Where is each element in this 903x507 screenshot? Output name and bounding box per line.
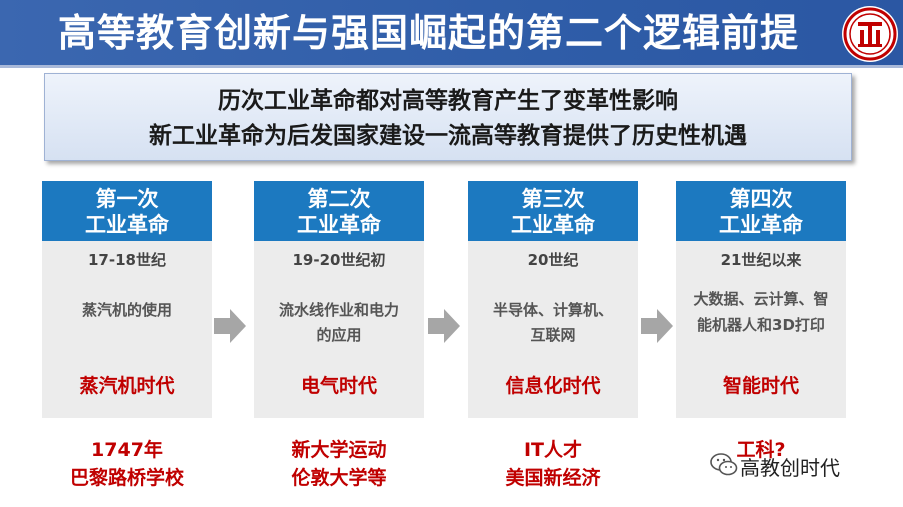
wechat-icon: [710, 453, 738, 476]
title-bar: 高等教育创新与强国崛起的第二个逻辑前提: [0, 0, 903, 68]
logo-emblem-icon: [843, 7, 897, 61]
revolution-card-1: 第一次 工业革命 17-18世纪 蒸汽机的使用 蒸汽机时代: [42, 181, 212, 418]
card-era: 智能时代: [722, 375, 799, 397]
card-era: 信息化时代: [505, 375, 601, 397]
card-period: 19-20世纪初: [292, 251, 386, 269]
card-period: 17-18世纪: [88, 251, 166, 269]
card-head-title: 工业革命: [85, 213, 169, 237]
card-header: 第四次 工业革命: [676, 181, 846, 241]
bottom-label-line-2: 伦敦大学等: [291, 467, 387, 489]
bottom-label-4: 工科?: [676, 436, 846, 464]
card-head-ordinal: 第三次: [521, 187, 585, 211]
bottom-label-line-1: 工科?: [736, 439, 786, 461]
revolution-card-4: 第四次 工业革命 21世纪以来 大数据、云计算、智 能机器人和3D打印 智能时代: [676, 181, 846, 418]
card-head-ordinal: 第二次: [307, 187, 371, 211]
banner-line-1: 历次工业革命都对高等教育产生了变革性影响: [218, 88, 678, 114]
card-desc-line-2: 能机器人和3D打印: [697, 316, 825, 334]
card-head-title: 工业革命: [511, 213, 595, 237]
bottom-label-line-1: 1747年: [91, 439, 163, 461]
card-desc-line-2: 的应用: [316, 326, 362, 344]
arrow-right-icon: [214, 309, 246, 343]
bottom-label-line-1: IT人才: [523, 439, 583, 461]
bottom-label-1: 1747年 巴黎路桥学校: [42, 436, 212, 492]
watermark-text: 高教创时代: [740, 456, 840, 480]
summary-banner: 历次工业革命都对高等教育产生了变革性影响 新工业革命为后发国家建设一流高等教育提…: [44, 73, 852, 161]
page-title: 高等教育创新与强国崛起的第二个逻辑前提: [58, 11, 800, 55]
card-desc-line-2: 互联网: [530, 326, 576, 344]
card-header: 第一次 工业革命: [42, 181, 212, 241]
arrow-right-icon: [428, 309, 460, 343]
revolution-card-2: 第二次 工业革命 19-20世纪初 流水线作业和电力 的应用 电气时代: [254, 181, 424, 418]
card-desc-line-1: 大数据、云计算、智: [693, 290, 829, 308]
card-desc-line-1: 半导体、计算机、: [492, 301, 613, 319]
university-logo: [842, 6, 898, 62]
card-head-title: 工业革命: [297, 213, 381, 237]
card-head-ordinal: 第一次: [95, 187, 159, 211]
bottom-label-3: IT人才 美国新经济: [468, 436, 638, 492]
card-era: 电气时代: [300, 375, 377, 397]
revolution-card-3: 第三次 工业革命 20世纪 半导体、计算机、 互联网 信息化时代: [468, 181, 638, 418]
card-period: 20世纪: [527, 251, 579, 269]
arrow-right-icon: [641, 309, 673, 343]
card-head-ordinal: 第四次: [729, 187, 793, 211]
card-period: 21世纪以来: [720, 251, 802, 269]
card-head-title: 工业革命: [719, 213, 803, 237]
bottom-label-2: 新大学运动 伦敦大学等: [254, 436, 424, 492]
banner-line-2: 新工业革命为后发国家建设一流高等教育提供了历史性机遇: [149, 123, 747, 149]
bottom-label-line-2: 巴黎路桥学校: [69, 467, 184, 489]
card-desc-line-1: 蒸汽机的使用: [81, 301, 172, 319]
card-desc-line-1: 流水线作业和电力: [278, 301, 399, 319]
bottom-label-line-2: 美国新经济: [505, 467, 601, 489]
bottom-label-line-1: 新大学运动: [291, 439, 387, 461]
card-era: 蒸汽机时代: [79, 375, 175, 397]
card-header: 第二次 工业革命: [254, 181, 424, 241]
card-header: 第三次 工业革命: [468, 181, 638, 241]
